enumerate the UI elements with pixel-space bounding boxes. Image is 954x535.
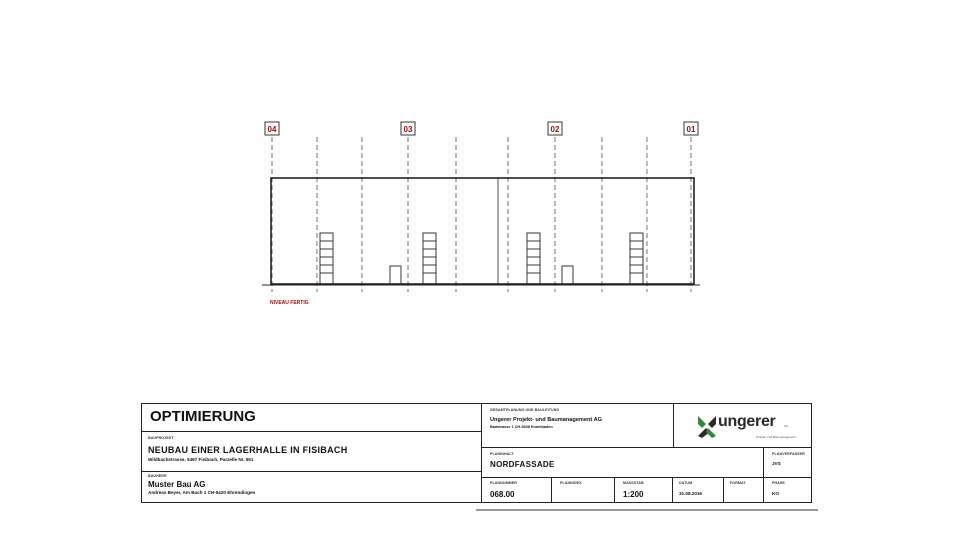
planner-address: Badstrasse 1 CH-5408 Ennetbaden bbox=[490, 425, 553, 429]
door bbox=[561, 265, 574, 285]
windows bbox=[319, 232, 644, 285]
window bbox=[319, 232, 334, 285]
main-title-cell: OPTIMIERUNG bbox=[142, 404, 482, 432]
drawn-by-value: JVS bbox=[772, 461, 781, 466]
plan-no-label: PLANNUMMER bbox=[490, 481, 517, 485]
client-name: Muster Bau AG bbox=[148, 480, 206, 489]
window bbox=[629, 232, 644, 285]
logo-cell: ungerer AG Projekt- und Baumanagement bbox=[674, 404, 811, 448]
grid-axis-marker: 03 bbox=[400, 121, 416, 136]
grid-axis-label: 02 bbox=[551, 125, 560, 134]
grid-axis-label: 04 bbox=[268, 125, 277, 134]
format-cell: FORMAT bbox=[724, 478, 764, 502]
grid-lines bbox=[271, 137, 692, 292]
plan-content-value: NORDFASSADE bbox=[490, 460, 555, 469]
grid-axis-marker: 04 bbox=[264, 121, 280, 136]
date-label: DATUM bbox=[679, 481, 693, 485]
planner-label: GESAMTPLANUNG UND BAULEITUNG bbox=[490, 408, 560, 412]
phase-cell: PHASE KO bbox=[764, 478, 811, 502]
format-label: FORMAT bbox=[730, 481, 746, 485]
plan-no-cell: PLANNUMMER 068.00 bbox=[482, 478, 552, 502]
logo-wordmark: ungerer bbox=[718, 413, 776, 430]
client-cell: BAUHERR Muster Bau AG Andreas Beyer, Am … bbox=[142, 472, 482, 502]
project-label: BAUPROJEKT bbox=[148, 436, 174, 440]
ungerer-logo-mark bbox=[698, 416, 716, 438]
window bbox=[422, 232, 437, 285]
scale-cell: MASSSTAB 1:200 bbox=[615, 478, 673, 502]
door bbox=[389, 265, 402, 285]
doors bbox=[389, 265, 574, 285]
building-outline bbox=[262, 177, 700, 286]
grid-axis-marker: 01 bbox=[683, 121, 699, 136]
project-title: NEUBAU EINER LAGERHALLE IN FISIBACH bbox=[148, 445, 348, 455]
plan-content-label: PLANINHALT bbox=[490, 452, 514, 456]
drawn-by-cell: PLANVERFASSER JVS bbox=[764, 448, 811, 478]
facade-outline bbox=[270, 177, 695, 285]
project-cell: BAUPROJEKT NEUBAU EINER LAGERHALLE IN FI… bbox=[142, 432, 482, 472]
plan-no-value: 068.00 bbox=[490, 490, 515, 499]
date-cell: DATUM 31.08.2016 bbox=[673, 478, 724, 502]
project-address: Wildbachstrasse, 5467 Fisibach, Parzelle… bbox=[148, 457, 254, 462]
grid-axis-marker: 02 bbox=[547, 121, 563, 136]
logo-tagline: Projekt- und Baumanagement bbox=[756, 435, 796, 439]
phase-label: PHASE bbox=[772, 481, 785, 485]
planner-name: Ungerer Projekt- und Baumanagement AG bbox=[490, 417, 602, 423]
plan-content-cell: PLANINHALT NORDFASSADE bbox=[482, 448, 764, 478]
phase-value: KO bbox=[772, 491, 779, 496]
scale-label: MASSSTAB bbox=[623, 481, 644, 485]
ground-level-label: NIVEAU FERTIG bbox=[270, 300, 309, 306]
client-contact: Andreas Beyer, Am Bach 1 CH-5420 Ehrendi… bbox=[148, 490, 256, 495]
logo-ag: AG bbox=[784, 424, 789, 428]
grid-axis-label: 01 bbox=[687, 125, 696, 134]
plan-index-label: PLANINDEX bbox=[560, 481, 582, 485]
client-label: BAUHERR bbox=[148, 474, 167, 478]
main-title: OPTIMIERUNG bbox=[150, 408, 256, 425]
planner-cell: GESAMTPLANUNG UND BAULEITUNG Ungerer Pro… bbox=[482, 404, 674, 448]
drawn-by-label: PLANVERFASSER bbox=[772, 452, 805, 456]
grid-axis-markers: 04 03 02 01 bbox=[264, 121, 699, 136]
scale-value: 1:200 bbox=[623, 490, 644, 499]
window bbox=[526, 232, 541, 285]
date-value: 31.08.2016 bbox=[679, 491, 702, 496]
grid-axis-label: 03 bbox=[404, 125, 413, 134]
title-block: OPTIMIERUNG BAUPROJEKT NEUBAU EINER LAGE… bbox=[141, 403, 812, 503]
plan-index-cell: PLANINDEX bbox=[552, 478, 615, 502]
